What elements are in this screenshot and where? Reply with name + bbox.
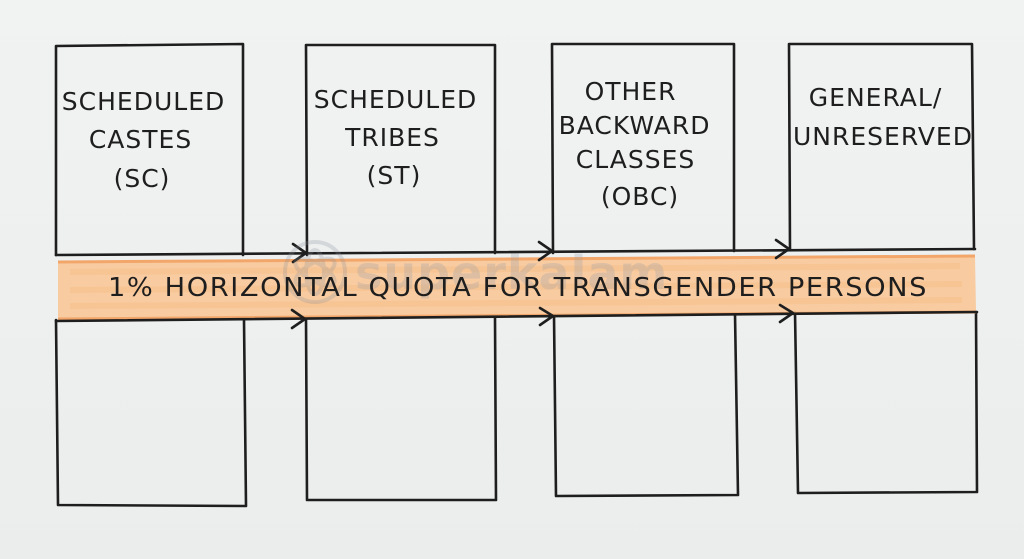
arrow-bottom-2 (538, 306, 555, 327)
label-obc-line-2: BACKWARD (559, 111, 711, 140)
label-sc-line-2: CASTES (89, 125, 192, 154)
watermark: superkalam (283, 240, 668, 304)
label-sc: SCHEDULED CASTES (SC) (62, 87, 234, 193)
arrow-top-1 (291, 242, 308, 264)
box-gen-lower (793, 310, 979, 495)
bottom-flow-line (54, 310, 979, 323)
box-gen-upper (787, 42, 976, 252)
label-obc: OTHER BACKWARD CLASSES (OBC) (559, 77, 720, 211)
watermark-logo-icon (283, 240, 347, 304)
arrow-bottom-1 (290, 308, 307, 330)
band-texture (69, 263, 963, 309)
band-fill (58, 256, 976, 319)
arrow-top-3 (774, 238, 791, 260)
label-sc-line-3: (SC) (114, 164, 171, 193)
label-obc-line-3: CLASSES (576, 145, 695, 174)
label-gen-line-1: GENERAL/ (809, 83, 942, 112)
flow-lines (54, 247, 979, 323)
label-obc-line-1: OTHER (585, 77, 677, 106)
box-obc-upper (550, 42, 736, 255)
arrow-top-2 (537, 240, 554, 262)
arrowheads (290, 238, 795, 330)
box-st-upper (304, 43, 497, 257)
label-gen: GENERAL/ UNRESERVED (793, 83, 973, 151)
label-sc-line-1: SCHEDULED (62, 87, 225, 116)
label-st: SCHEDULED TRIBES (ST) (314, 85, 486, 190)
arrow-bottom-3 (778, 303, 795, 324)
column-boxes (54, 42, 979, 508)
box-sc-lower (54, 318, 248, 508)
box-st-lower (304, 316, 498, 502)
watermark-text: superkalam (355, 246, 668, 300)
column-labels: SCHEDULED CASTES (SC) SCHEDULED TRIBES (… (62, 77, 973, 211)
label-gen-line-2: UNRESERVED (793, 122, 973, 151)
label-st-line-2: TRIBES (344, 123, 440, 152)
label-obc-line-4: (OBC) (601, 182, 679, 211)
box-sc-upper (54, 42, 245, 257)
label-st-line-3: (ST) (367, 161, 422, 190)
label-st-line-1: SCHEDULED (314, 85, 477, 114)
band-top-edge (57, 254, 976, 264)
band-label: 1% HORIZONTAL QUOTA FOR TRANSGENDER PERS… (108, 273, 928, 303)
box-obc-lower (552, 312, 740, 498)
top-flow-line (54, 247, 977, 257)
